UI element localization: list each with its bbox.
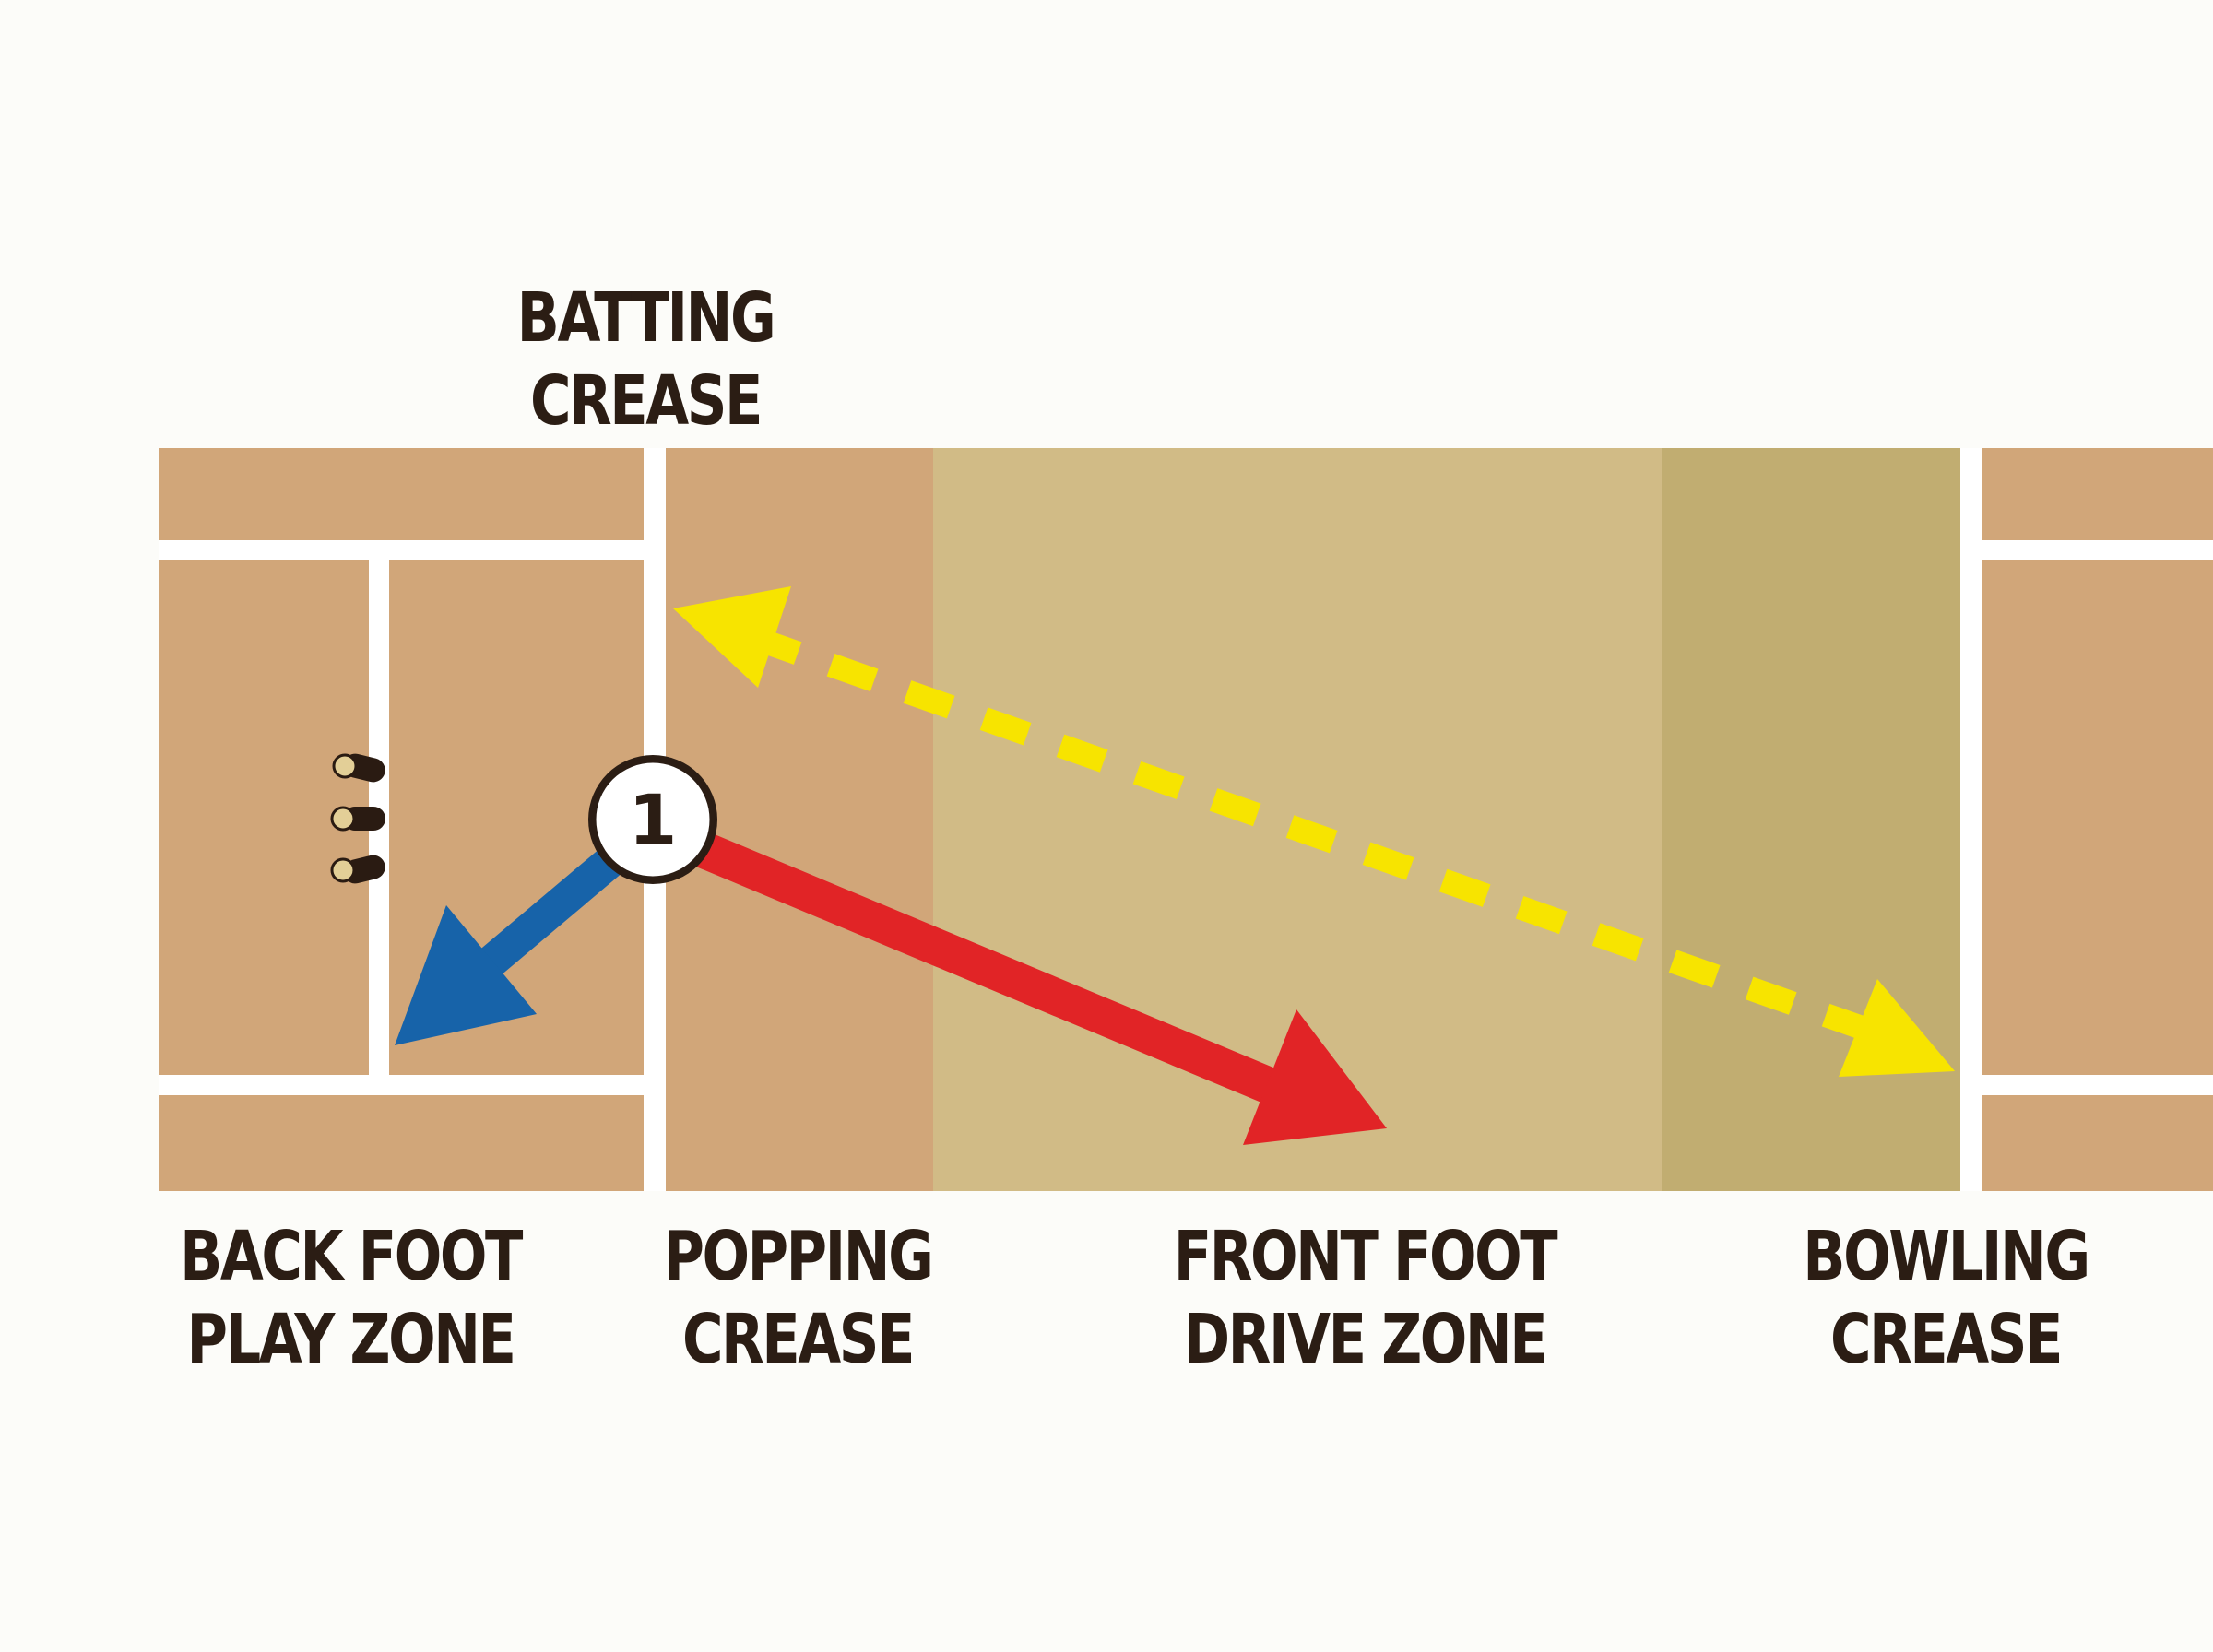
- label-line: PLAY ZONE: [186, 1300, 516, 1379]
- pitch: [159, 448, 2213, 1191]
- far-return-crease-bottom: [1982, 1075, 2213, 1095]
- marker-number: 1: [629, 779, 678, 861]
- ball-path-line: [750, 626, 1875, 1043]
- label-line: POPPING: [663, 1217, 934, 1296]
- stump: [332, 753, 385, 783]
- label-bowling-crease: BOWLING CREASE: [1787, 1215, 2104, 1381]
- label-line: CREASE: [1829, 1300, 2064, 1379]
- far-return-crease-top: [1982, 540, 2213, 560]
- label-line: DRIVE ZONE: [1183, 1300, 1548, 1379]
- far-crease-gap: [1960, 448, 1982, 1191]
- marker-border: [591, 758, 715, 881]
- stump: [330, 806, 385, 832]
- ball-path: [673, 586, 1955, 1077]
- batter-marker: 1: [588, 755, 717, 884]
- pitch-zone-full: [1662, 448, 1960, 1191]
- label-popping-crease: POPPING CREASE: [643, 1215, 953, 1381]
- label-line: BACK FOOT: [180, 1217, 523, 1296]
- pitch-zone-back: [159, 448, 647, 1191]
- arrow-icon: [1243, 1009, 1387, 1145]
- label-batting-crease: BATTING CREASE: [479, 277, 812, 442]
- return-crease-bottom: [159, 1075, 647, 1095]
- double-arrow-icon: [1839, 979, 1955, 1077]
- label-line: FRONT FOOT: [1173, 1217, 1558, 1296]
- pitch-zone-far-end: [1960, 448, 2213, 1191]
- label-line: BOWLING: [1803, 1217, 2090, 1296]
- marker-inner-circle: [596, 762, 710, 877]
- label-line: BATTING: [516, 278, 776, 358]
- front-foot-arrow: [666, 820, 1387, 1145]
- stumps-icon: [330, 753, 385, 884]
- label-back-foot-play-zone: BACK FOOT PLAY ZONE: [176, 1215, 524, 1381]
- crease-lines: [159, 448, 2213, 1191]
- front-foot-arrow-shaft: [666, 820, 1317, 1120]
- label-line: CREASE: [529, 361, 763, 441]
- arrow-icon: [395, 905, 537, 1045]
- label-line: CREASE: [681, 1300, 916, 1379]
- stump: [330, 855, 385, 884]
- return-crease-top: [159, 540, 647, 560]
- double-arrow-icon: [673, 586, 791, 688]
- label-front-foot-drive-zone: FRONT FOOT DRIVE ZONE: [1168, 1215, 1561, 1381]
